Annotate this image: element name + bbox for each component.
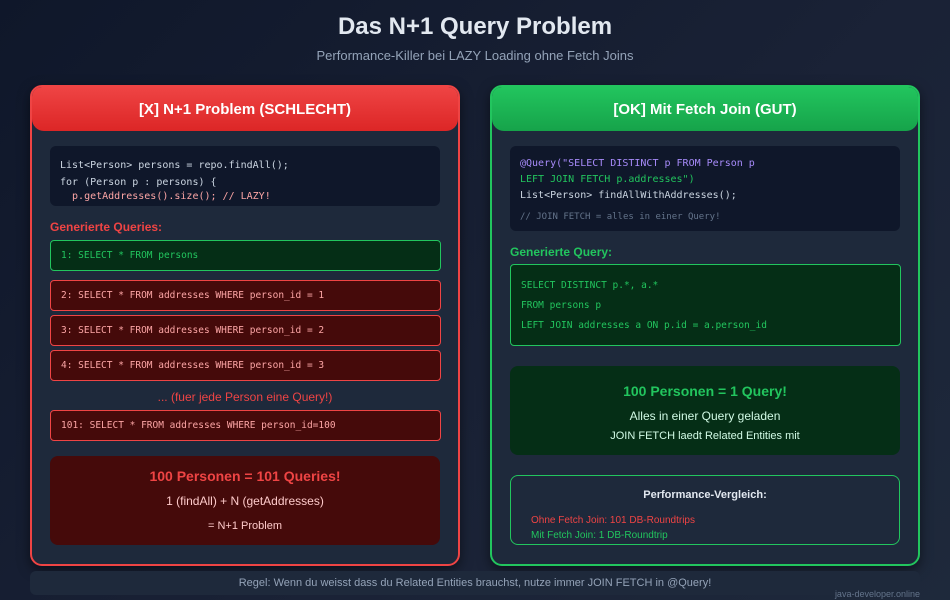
code-line: for (Person p : persons) { (60, 177, 217, 188)
bad-summary-title: 100 Personen = 101 Queries! (149, 468, 341, 484)
good-panel-header: [OK] Mit Fetch Join (GUT) (492, 87, 918, 131)
page-subtitle: Performance-Killer bei LAZY Loading ohne… (316, 48, 634, 63)
rule-footer: Regel: Wenn du weisst dass du Related En… (30, 571, 920, 595)
good-code-block: @Query("SELECT DISTINCT p FROM Person p … (510, 146, 900, 231)
query-row: 3: SELECT * FROM addresses WHERE person_… (50, 315, 441, 346)
performance-comparison-box: Performance-Vergleich: Ohne Fetch Join: … (510, 475, 900, 545)
bad-summary-box: 100 Personen = 101 Queries! 1 (findAll) … (50, 456, 440, 545)
watermark: java-developer.online (834, 589, 920, 599)
query-row-last: 101: SELECT * FROM addresses WHERE perso… (50, 410, 441, 441)
good-summary-title: 100 Personen = 1 Query! (623, 383, 787, 399)
page-title: Das N+1 Query Problem (337, 13, 613, 40)
query-row: 1: SELECT * FROM persons (50, 240, 441, 271)
code-comment: // JOIN FETCH = alles in einer Query! (520, 212, 721, 222)
code-line: List<Person> persons = repo.findAll(); (60, 160, 289, 171)
bad-panel-header: [X] N+1 Problem (SCHLECHT) (32, 87, 458, 131)
code-line: List<Person> findAllWithAddresses(); (520, 190, 737, 201)
query-line: LEFT JOIN addresses a ON p.id = a.person… (521, 320, 767, 331)
comparison-without: Ohne Fetch Join: 101 DB-Roundtrips (531, 515, 695, 526)
code-line: LEFT JOIN FETCH p.addresses") (520, 174, 695, 185)
query-row: 4: SELECT * FROM addresses WHERE person_… (50, 350, 441, 381)
good-summary-box: 100 Personen = 1 Query! Alles in einer Q… (510, 366, 900, 455)
bad-summary-line2: = N+1 Problem (208, 520, 282, 532)
queries-label: Generierte Queries: (50, 220, 163, 234)
query-line: FROM persons p (521, 300, 602, 311)
code-line: p.getAddresses().size(); // LAZY! (60, 191, 271, 202)
fetch-join-panel: [OK] Mit Fetch Join (GUT) @Query("SELECT… (490, 85, 920, 566)
query-row: 2: SELECT * FROM addresses WHERE person_… (50, 280, 441, 311)
code-line: @Query("SELECT DISTINCT p FROM Person p (520, 158, 755, 169)
query-line: SELECT DISTINCT p.*, a.* (521, 280, 659, 291)
rule-text: Regel: Wenn du weisst dass du Related En… (238, 577, 712, 589)
query-label: Generierte Query: (510, 245, 613, 259)
n-plus-one-panel: [X] N+1 Problem (SCHLECHT) List<Person> … (30, 85, 460, 566)
generated-query-box: SELECT DISTINCT p.*, a.* FROM persons p … (510, 264, 901, 346)
bad-summary-line1: 1 (findAll) + N (getAddresses) (166, 494, 324, 508)
comparison-title: Performance-Vergleich: (643, 489, 767, 501)
good-summary-line1: Alles in einer Query geladen (629, 409, 781, 423)
comparison-with: Mit Fetch Join: 1 DB-Roundtrip (531, 530, 668, 541)
bad-code-block: List<Person> persons = repo.findAll(); f… (50, 146, 440, 206)
ellipsis-note: ... (fuer jede Person eine Query!) (157, 390, 333, 404)
good-summary-line2: JOIN FETCH laedt Related Entities mit (610, 430, 800, 442)
